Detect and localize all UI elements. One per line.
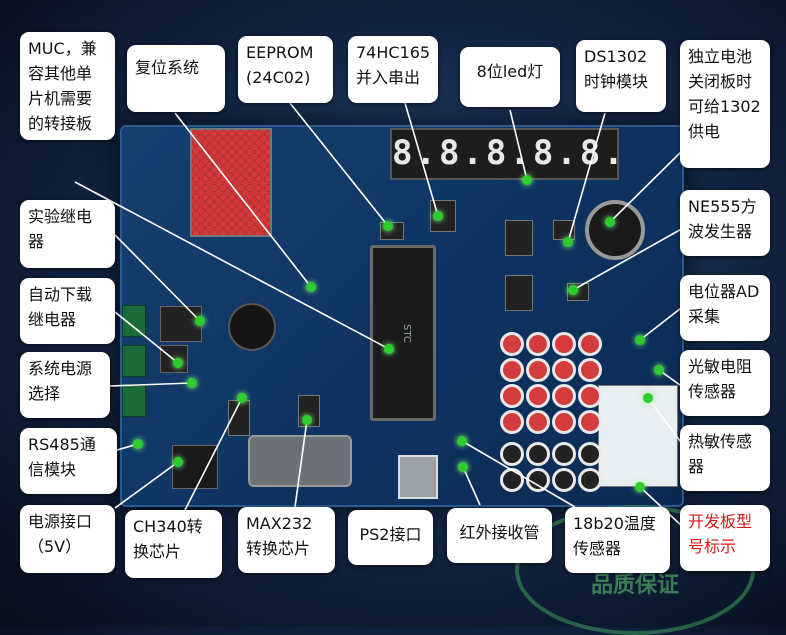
label-battery: 独立电池关闭板时可给1302供电 [680,40,770,168]
ds1302-dot [563,237,573,247]
key-button [500,384,524,408]
key-button [552,410,576,434]
label-eeprom: EEPROM (24C02) [238,36,333,103]
ch340-dot [237,393,247,403]
hc165-dot [433,211,443,221]
key-button [578,410,602,434]
db9-serial-port [248,435,352,487]
ldr-dot [654,365,664,375]
label-led8: 8位led灯 [460,47,560,107]
label-ps2: PS2接口 [348,510,433,565]
coin-battery [585,200,645,260]
key-button [526,358,550,382]
label-ldr: 光敏电阻传感器 [680,350,770,416]
ne555-dot [568,285,578,295]
label-powerport: 电源接口（5V） [20,505,115,573]
key-button [526,410,550,434]
ps2-port [398,455,438,499]
key-button [526,332,550,356]
powerport-dot [173,457,183,467]
label-max232: MAX232转换芯片 [238,507,335,573]
label-muc: MUC，兼容其他单片机需要的转接板 [20,32,115,140]
seven-segment-display: 8.8.8.8.8.8.8.8 [390,128,619,180]
terminal-block-2 [122,345,146,377]
model-dot [635,482,645,492]
key-button-black [552,442,576,466]
buzzer [228,303,276,351]
key-button-black [578,442,602,466]
label-reset: 复位系统 [127,45,225,112]
label-power: 系统电源选择 [20,352,110,418]
label-autodl: 自动下载继电器 [20,278,115,344]
ir-dot [458,462,468,472]
label-thermal: 热敏传感器 [680,425,770,491]
label-ds1302: DS1302 时钟模块 [576,40,666,112]
relay-dot [195,316,205,326]
key-button-black [552,468,576,492]
key-button [578,358,602,382]
led8-dot [522,175,532,185]
key-button [500,358,524,382]
key-button [578,384,602,408]
label-relay: 实验继电器 [20,200,115,268]
label-ds18b20: 18b20温度传感器 [565,507,670,573]
key-button-black [578,468,602,492]
thermal-dot [643,393,653,403]
ds18b20-dot [457,436,467,446]
autodl-dot [173,358,183,368]
potad-dot [635,335,645,345]
sensor-module [598,385,678,487]
label-ne555: NE555方波发生器 [680,190,770,256]
reset-dot [306,282,316,292]
eeprom-dot [383,221,393,231]
key-button [552,358,576,382]
max232-dot [302,415,312,425]
power-jack [172,445,218,489]
label-ch340: CH340转换芯片 [125,510,222,578]
battery-dot [605,217,615,227]
terminal-block-3 [122,385,146,417]
key-button [552,332,576,356]
key-button-black [526,442,550,466]
rs485-dot [133,439,143,449]
muc-dot [384,344,394,354]
label-ir: 红外接收管 [447,508,552,563]
key-button [500,410,524,434]
label-rs485: RS485通信模块 [20,428,117,494]
uln-ic [505,220,533,256]
key-button [552,384,576,408]
key-button-black [500,442,524,466]
key-button [578,332,602,356]
mcu-chip: STC [370,245,436,421]
label-hc165: 74HC165 并入串出 [348,36,438,103]
driver-ic [505,275,533,311]
key-button [500,332,524,356]
power-dot [187,378,197,388]
label-potad: 电位器AD采集 [680,275,770,341]
label-model: 开发板型号标示 [680,505,770,571]
key-button [526,384,550,408]
